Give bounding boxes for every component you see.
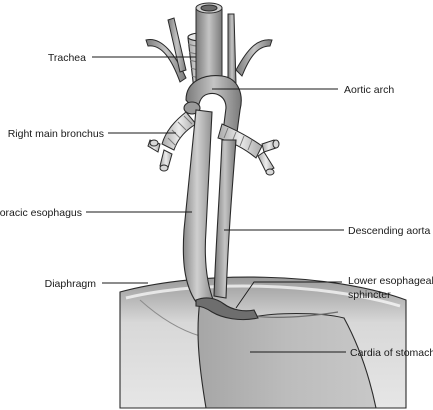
descending-aorta-shape [213, 139, 237, 299]
great-vessels [145, 2, 273, 87]
label-lower-esophageal-sphincter-line2: sphincter [348, 289, 391, 301]
sphincter-shape [195, 297, 259, 321]
label-descending-aorta: Descending aorta [348, 225, 430, 237]
label-cardia-of-stomach: Cardia of stomach [350, 347, 433, 359]
label-right-main-bronchus: Right main bronchus [8, 128, 104, 140]
label-lower-esophageal-sphincter-line1: Lower esophageal [348, 275, 433, 287]
bronchi-shape [147, 111, 280, 176]
label-thoracic-esophagus: Thoracic esophagus [0, 207, 82, 219]
label-diaphragm: Diaphragm [45, 278, 97, 290]
label-trachea: Trachea [48, 52, 86, 64]
label-aortic-arch: Aortic arch [344, 84, 394, 96]
leader-lines [86, 56, 346, 353]
esophagus-shape [182, 109, 215, 303]
